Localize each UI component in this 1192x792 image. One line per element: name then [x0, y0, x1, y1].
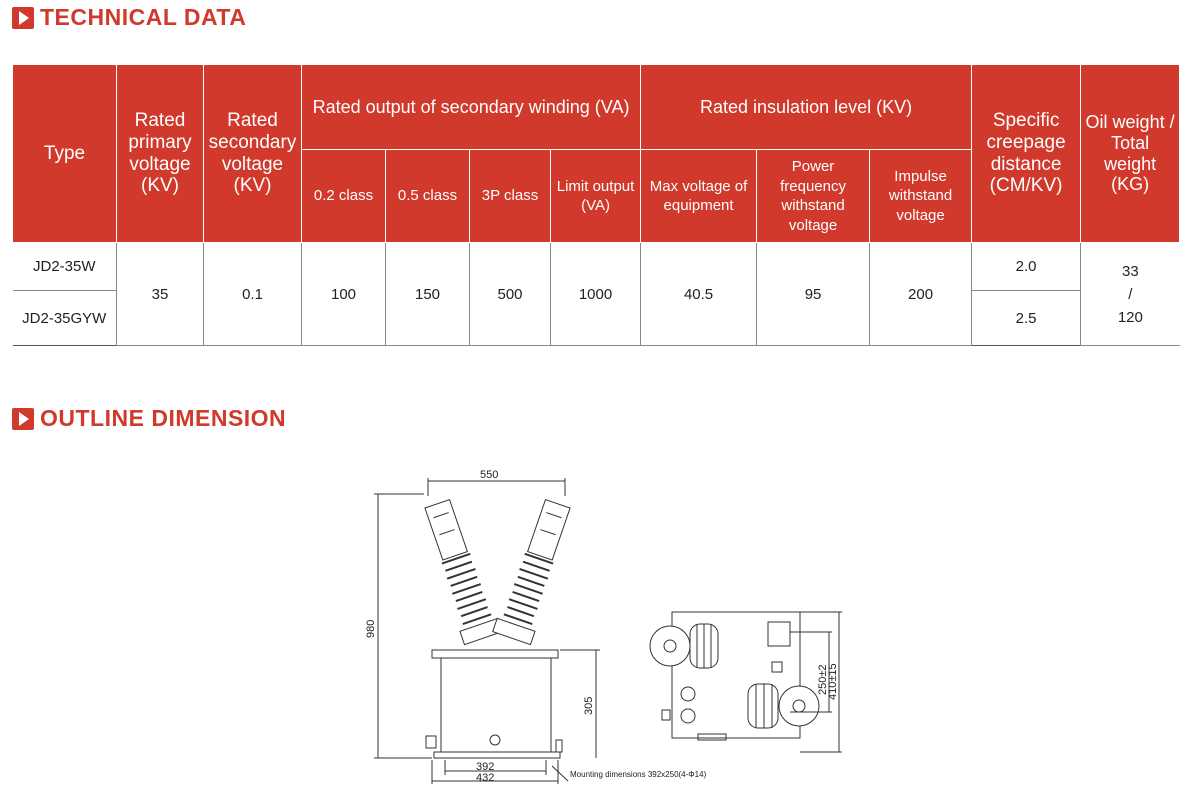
play-triangle-icon [12, 407, 34, 430]
header-class-05: 0.5 class [385, 149, 470, 243]
dim-base-inner-label: 392 [476, 761, 494, 773]
header-power-frequency: Power frequency withstand voltage [756, 149, 871, 243]
cell-weight: 33 / 120 [1080, 242, 1180, 346]
cell-secondary: 0.1 [203, 242, 302, 346]
cell-type: JD2-35W [12, 242, 117, 291]
dim-base-outer-label: 432 [476, 772, 494, 784]
header-impulse: Impulse withstand voltage [869, 149, 973, 243]
cell-limit: 1000 [549, 242, 642, 346]
header-max-voltage: Max voltage of equipment [640, 149, 758, 243]
cell-class-02: 100 [301, 242, 386, 346]
cell-class-05: 150 [385, 242, 470, 346]
cell-type: JD2-35GYW [12, 290, 117, 346]
header-rated-primary: Rated primary voltage (KV) [116, 64, 204, 243]
dim-height-label: 980 [365, 620, 377, 638]
outline-dimension-title: OUTLINE DIMENSION [12, 405, 286, 432]
top-view [649, 611, 842, 753]
header-limit-output: Limit output (VA) [549, 149, 642, 243]
technical-data-title-text: TECHNICAL DATA [40, 4, 247, 30]
header-rated-output: Rated output of secondary winding (VA) [300, 64, 642, 150]
header-rated-secondary: Rated secondary voltage (KV) [203, 64, 302, 243]
dim-side-inner-label: 250±2 [817, 664, 829, 695]
cell-impulse: 200 [869, 242, 973, 346]
header-class-3p: 3P class [469, 149, 551, 243]
cell-primary: 35 [116, 242, 204, 346]
weight-separator: / [1128, 285, 1133, 303]
cell-creepage: 2.0 [971, 242, 1082, 291]
dim-top-label: 550 [480, 469, 498, 481]
header-rated-insulation: Rated insulation level (KV) [640, 64, 973, 150]
cell-power-frequency: 95 [756, 242, 871, 346]
total-weight: 120 [1117, 308, 1143, 326]
cell-creepage: 2.5 [971, 290, 1082, 346]
oil-weight: 33 [1121, 262, 1139, 280]
mounting-note: Mounting dimensions 392x250(4-Φ14) [570, 770, 707, 779]
cell-max-voltage: 40.5 [640, 242, 758, 346]
technical-data-table: Type Rated primary voltage (KV) Rated se… [12, 64, 1181, 346]
header-weight: Oil weight / Total weight (KG) [1080, 64, 1181, 243]
table-row: JD2-35GYW 2.5 [12, 290, 1180, 346]
technical-data-title: TECHNICAL DATA [12, 4, 246, 31]
dim-tank-label: 305 [583, 697, 595, 715]
cell-class-3p: 500 [469, 242, 551, 346]
table-row: JD2-35W 35 0.1 100 150 500 1000 40.5 95 … [12, 242, 1180, 346]
header-class-02: 0.2 class [301, 149, 386, 243]
play-triangle-icon [12, 6, 34, 29]
header-type: Type [12, 64, 117, 243]
header-specific-creepage: Specific creepage distance (CM/KV) [971, 64, 1082, 243]
outline-dimension-title-text: OUTLINE DIMENSION [40, 405, 287, 431]
dim-side-outer-label: 410±15 [827, 663, 839, 700]
front-view [374, 478, 600, 784]
